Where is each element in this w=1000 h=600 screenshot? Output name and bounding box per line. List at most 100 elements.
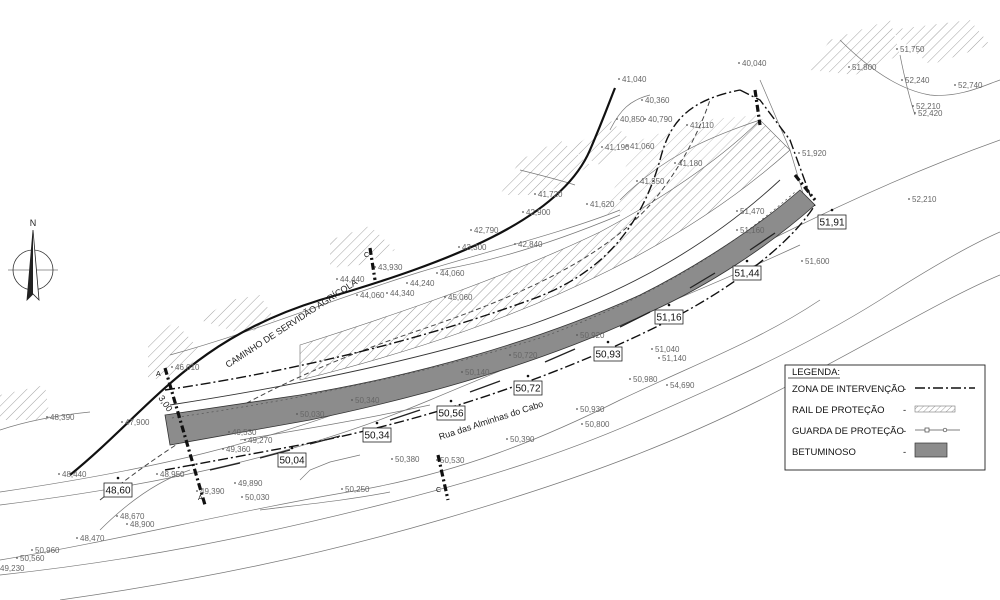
north-arrow: N	[8, 218, 58, 302]
spot-level-tag: 50,93	[593, 340, 623, 362]
survey-point	[586, 203, 588, 205]
survey-point	[601, 146, 603, 148]
hatched-band-icon	[914, 405, 956, 413]
survey-point	[576, 408, 578, 410]
spot-level-value: 50,93	[595, 350, 620, 361]
spot-level-tag: 50,04	[277, 446, 307, 468]
spot-level-tag: 51,91	[817, 208, 847, 230]
survey-elevation-label: 44,440	[340, 275, 365, 284]
survey-elevation-label: 49,270	[248, 436, 273, 445]
spot-level-value: 48,60	[105, 486, 130, 497]
survey-elevation-label: 50,030	[245, 493, 270, 502]
survey-elevation-label: 52,240	[905, 76, 930, 85]
legend-suffix-rail: -	[903, 405, 906, 416]
survey-point	[666, 384, 668, 386]
survey-elevation-label: 51,920	[802, 149, 827, 158]
survey-elevation-label: 41,040	[622, 75, 647, 84]
survey-elevation-label: 48,900	[130, 520, 155, 529]
survey-elevation-label: 51,600	[805, 257, 830, 266]
survey-elevation-label: 50,030	[300, 410, 325, 419]
survey-elevation-label: 40,790	[648, 115, 673, 124]
survey-elevation-label: 49,360	[226, 445, 251, 454]
survey-point	[522, 211, 524, 213]
spot-level-value: 50,34	[364, 431, 389, 442]
section-mark-c1: C	[364, 252, 369, 259]
survey-point	[296, 413, 298, 415]
survey-elevation-label: 54,690	[670, 381, 695, 390]
survey-elevation-label: 50,930	[580, 405, 605, 414]
survey-point	[436, 459, 438, 461]
survey-elevation-label: 50,560	[20, 554, 45, 563]
survey-elevation-label: 50,920	[580, 331, 605, 340]
survey-point	[341, 488, 343, 490]
survey-elevation-label: 52,420	[918, 109, 943, 118]
survey-elevation-label: 50,340	[355, 396, 380, 405]
spot-level-value: 51,44	[734, 269, 759, 280]
section-mark-c2: C	[436, 487, 441, 494]
survey-elevation-label: 49,230	[0, 564, 25, 573]
survey-point	[470, 229, 472, 231]
survey-elevation-label: 50,380	[395, 455, 420, 464]
survey-elevation-label: 44,060	[440, 269, 465, 278]
survey-elevation-label: 42,900	[526, 208, 551, 217]
legend-label-rail: RAIL DE PROTEÇÃO	[792, 405, 885, 416]
survey-elevation-label: 40,040	[742, 59, 767, 68]
survey-elevation-label: 48,470	[80, 534, 105, 543]
survey-point	[618, 78, 620, 80]
survey-point	[848, 66, 850, 68]
survey-point	[76, 537, 78, 539]
survey-elevation-label: 41,110	[690, 121, 714, 130]
spot-level-tag: 50,72	[513, 374, 543, 396]
spot-level-tag: 50,56	[436, 399, 466, 421]
survey-elevation-label: 50,960	[35, 546, 60, 555]
survey-point	[336, 278, 338, 280]
survey-elevation-label: 46,010	[175, 363, 200, 372]
survey-point	[636, 180, 638, 182]
survey-elevation-label: 49,890	[238, 479, 263, 488]
grey-fill-icon	[914, 442, 948, 458]
survey-point	[914, 112, 916, 114]
survey-point	[436, 272, 438, 274]
survey-elevation-label: 50,250	[345, 485, 370, 494]
survey-point	[241, 496, 243, 498]
survey-point	[514, 243, 516, 245]
survey-point	[798, 152, 800, 154]
survey-elevation-label: 43,300	[462, 243, 487, 252]
section-mark-a2: A	[198, 495, 203, 502]
legend-label-intervention: ZONA DE INTERVENÇÃO	[792, 384, 905, 395]
survey-elevation-label: 48,670	[120, 512, 145, 521]
survey-point	[576, 334, 578, 336]
survey-point	[31, 549, 33, 551]
survey-elevation-label: 42,840	[518, 240, 543, 249]
lane-markings	[209, 232, 776, 471]
survey-elevation-label: 44,340	[390, 289, 415, 298]
survey-point	[896, 48, 898, 50]
survey-point	[658, 357, 660, 359]
survey-elevation-label: 52,210	[912, 195, 937, 204]
survey-elevation-label: 50,980	[633, 375, 658, 384]
survey-elevation-label: 51,800	[852, 63, 877, 72]
survey-point	[391, 458, 393, 460]
survey-point	[356, 294, 358, 296]
survey-elevation-label: 45,060	[448, 293, 473, 302]
survey-elevation-label: 43,930	[378, 263, 403, 272]
survey-point	[738, 62, 740, 64]
survey-elevation-label: 44,060	[360, 291, 385, 300]
spot-level-tag: 51,16	[654, 303, 684, 325]
survey-point	[801, 260, 803, 262]
survey-point	[908, 198, 910, 200]
survey-elevation-label: 41,060	[630, 142, 655, 151]
survey-point	[126, 523, 128, 525]
survey-point	[629, 378, 631, 380]
survey-point	[196, 490, 198, 492]
spot-level-tag: 51,44	[732, 259, 762, 281]
survey-point	[461, 371, 463, 373]
spot-level-value: 51,91	[819, 218, 844, 229]
survey-point	[458, 246, 460, 248]
survey-point	[736, 229, 738, 231]
spot-level-value: 50,04	[279, 456, 304, 467]
survey-point	[901, 79, 903, 81]
